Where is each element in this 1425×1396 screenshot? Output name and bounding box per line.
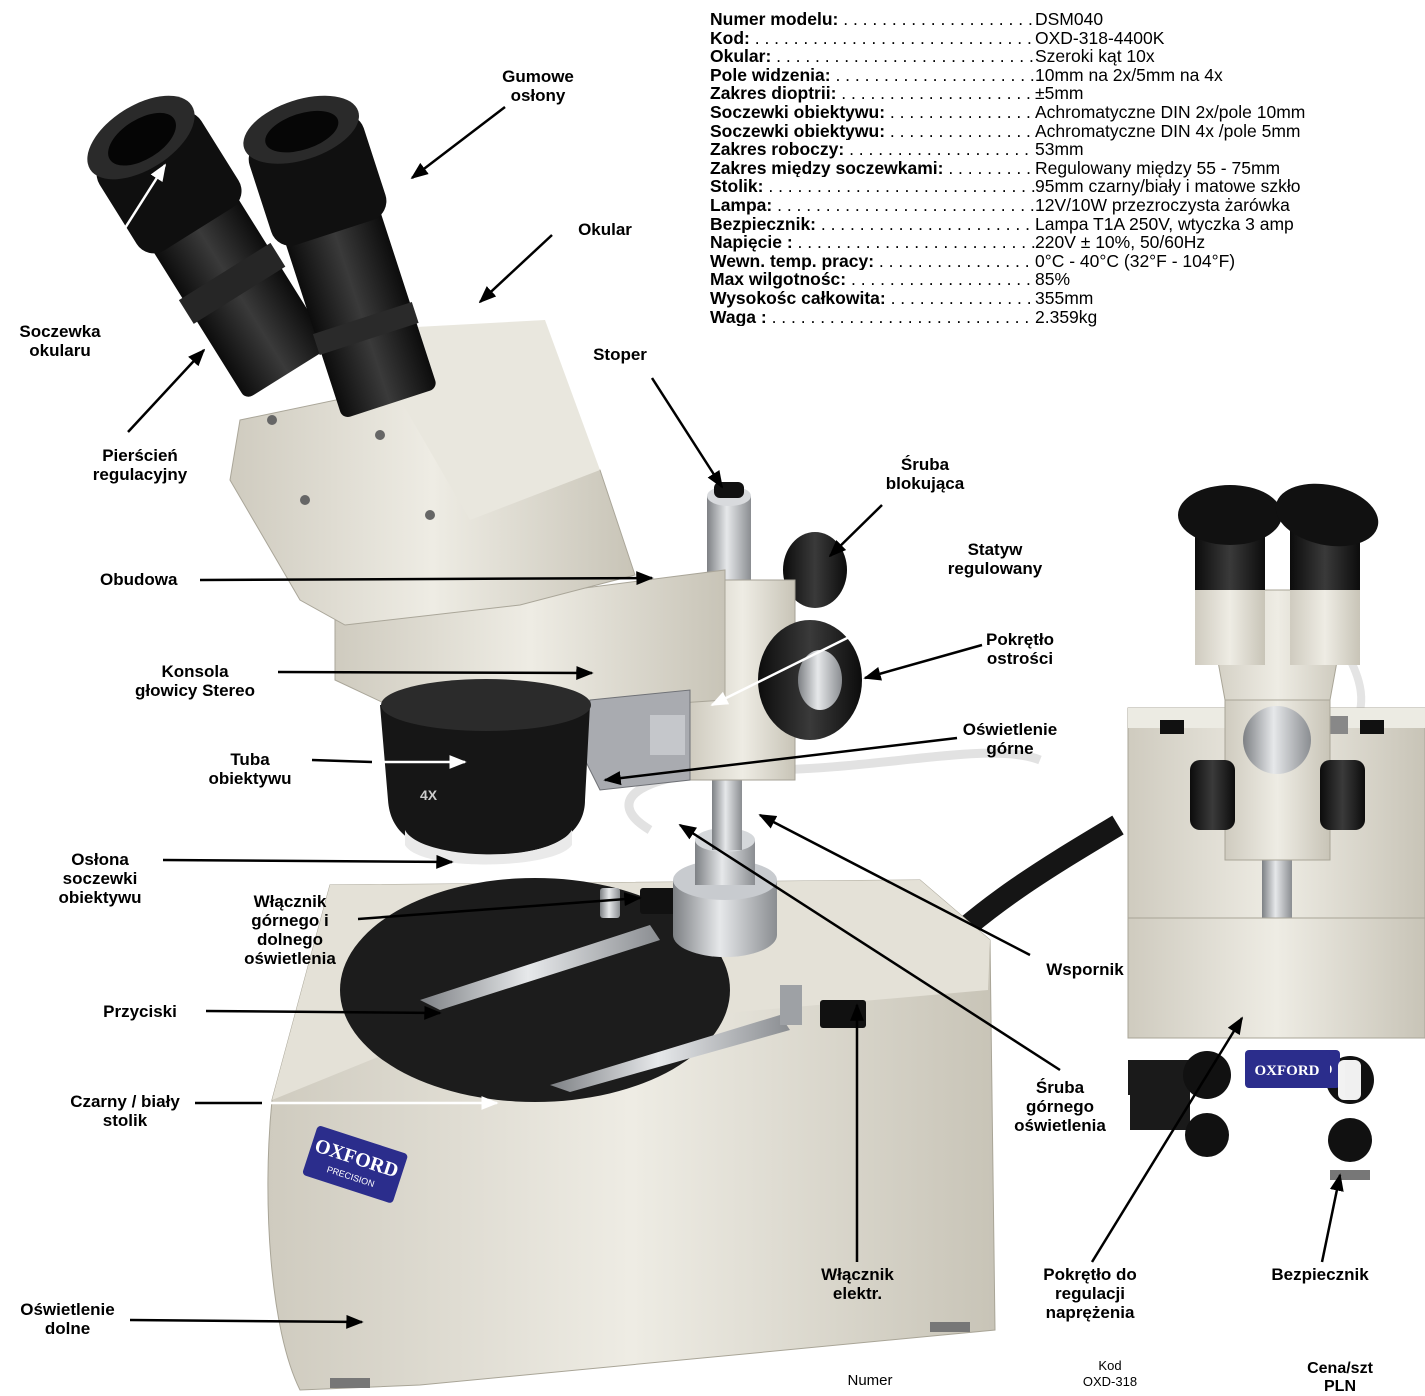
spec-row: Soczewki obiektywu:Achromatyczne DIN 4x … xyxy=(710,122,1305,141)
spec-row: Kod:OXD-318-4400K xyxy=(710,29,1305,48)
spec-value: DSM040 xyxy=(1035,10,1305,29)
spec-key: Wysokośc całkowita: xyxy=(710,289,1035,308)
spec-row: Soczewki obiektywu:Achromatyczne DIN 2x/… xyxy=(710,103,1305,122)
spec-value: Regulowany między 55 - 75mm xyxy=(1035,159,1305,178)
front-view-microscope: OXFORD xyxy=(1128,475,1425,1138)
spec-key: Soczewki obiektywu: xyxy=(710,103,1035,122)
spec-row: Max wilgotnośc:85% xyxy=(710,270,1305,289)
label-lock-screw: Śruba blokująca xyxy=(860,455,990,493)
spec-value: 85% xyxy=(1035,270,1305,289)
spec-row: Bezpiecznik:Lampa T1A 250V, wtyczka 3 am… xyxy=(710,215,1305,234)
spec-row: Pole widzenia:10mm na 2x/5mm na 4x xyxy=(710,66,1305,85)
label-housing: Obudowa xyxy=(100,570,200,589)
spec-key: Zakres dioptrii: xyxy=(710,84,1035,103)
spec-row: Napięcie :220V ± 10%, 50/60Hz xyxy=(710,233,1305,252)
spec-value: 2.359kg xyxy=(1035,308,1305,327)
spec-value: 10mm na 2x/5mm na 4x xyxy=(1035,66,1305,85)
spec-row: Stolik:95mm czarny/biały i matowe szkło xyxy=(710,177,1305,196)
label-focus-knob: Pokrętło ostrości xyxy=(980,630,1060,668)
spec-value: Achromatyczne DIN 4x /pole 5mm xyxy=(1035,122,1305,141)
spec-key: Kod: xyxy=(710,29,1035,48)
spec-value: 220V ± 10%, 50/60Hz xyxy=(1035,233,1305,252)
spec-row: Zakres między soczewkami:Regulowany międ… xyxy=(710,159,1305,178)
label-light-switch: Włącznik górnego i dolnego oświetlenia xyxy=(225,892,355,968)
spec-key: Lampa: xyxy=(710,196,1035,215)
spec-value: OXD-318-4400K xyxy=(1035,29,1305,48)
spec-row: Waga :2.359kg xyxy=(710,308,1305,327)
label-stereo-console: Konsola głowicy Stereo xyxy=(110,662,280,700)
footer-price: Cena/szt PLN xyxy=(1280,1360,1400,1396)
spec-value: 0°C - 40°C (32°F - 104°F) xyxy=(1035,252,1305,271)
label-adjustment-ring: Pierścień regulacyjny xyxy=(70,446,210,484)
power-switch xyxy=(820,1000,866,1028)
spec-table: Numer modelu:DSM040Kod:OXD-318-4400KOkul… xyxy=(710,10,1305,326)
footer-code: Kod OXD-318 xyxy=(1050,1358,1170,1390)
label-top-light: Oświetlenie górne xyxy=(955,720,1065,758)
spec-key: Stolik: xyxy=(710,177,1035,196)
footer-number: Numer xyxy=(820,1372,920,1389)
spec-value: 95mm czarny/biały i matowe szkło xyxy=(1035,177,1305,196)
spec-key: Okular: xyxy=(710,47,1035,66)
label-adjustable-stand: Statyw regulowany xyxy=(935,540,1055,578)
spec-value: ±5mm xyxy=(1035,84,1305,103)
label-objective-cover: Osłona soczewki obiektywu xyxy=(40,850,160,907)
label-rubber-eyecups: Gumowe osłony xyxy=(488,67,588,105)
clip-post xyxy=(780,985,802,1025)
foot xyxy=(330,1378,370,1388)
spec-key: Pole widzenia: xyxy=(710,66,1035,85)
label-bottom-light: Oświetlenie dolne xyxy=(0,1300,135,1338)
foot xyxy=(930,1322,970,1332)
label-clips: Przyciski xyxy=(75,1002,205,1021)
objective-mark: 4X xyxy=(420,787,438,803)
spec-row: Zakres dioptrii:±5mm xyxy=(710,84,1305,103)
label-fuse: Bezpiecznik xyxy=(1250,1265,1390,1284)
spec-key: Wewn. temp. pracy: xyxy=(710,252,1035,271)
label-eyepiece: Okular xyxy=(570,220,640,239)
label-power-switch: Włącznik elektr. xyxy=(800,1265,915,1303)
spec-value: 53mm xyxy=(1035,140,1305,159)
spec-key: Soczewki obiektywu: xyxy=(710,122,1035,141)
spec-key: Zakres roboczy: xyxy=(710,140,1035,159)
label-eyepiece-lens: Soczewka okularu xyxy=(10,322,110,360)
label-top-light-screw: Śruba górnego oświetlenia xyxy=(1000,1078,1120,1135)
spec-key: Zakres między soczewkami: xyxy=(710,159,1035,178)
switch-post xyxy=(600,888,620,918)
spec-value: 355mm xyxy=(1035,289,1305,308)
spec-row: Numer modelu:DSM040 xyxy=(710,10,1305,29)
spec-value: Lampa T1A 250V, wtyczka 3 amp xyxy=(1035,215,1305,234)
spec-key: Waga : xyxy=(710,308,1035,327)
spec-row: Lampa:12V/10W przezroczysta żarówka xyxy=(710,196,1305,215)
spec-row: Okular:Szeroki kąt 10x xyxy=(710,47,1305,66)
label-support: Wspornik xyxy=(1030,960,1140,979)
spec-value: Szeroki kąt 10x xyxy=(1035,47,1305,66)
spec-value: Achromatyczne DIN 2x/pole 10mm xyxy=(1035,103,1305,122)
spec-key: Bezpiecznik: xyxy=(710,215,1035,234)
label-objective-tube: Tuba obiektywu xyxy=(195,750,305,788)
front-logo-text: OXFORD xyxy=(1255,1063,1320,1079)
spec-key: Napięcie : xyxy=(710,233,1035,252)
spec-row: Wysokośc całkowita:355mm xyxy=(710,289,1305,308)
label-stopper: Stoper xyxy=(585,345,655,364)
label-stage: Czarny / biały stolik xyxy=(50,1092,200,1130)
spec-key: Max wilgotnośc: xyxy=(710,270,1035,289)
spec-value: 12V/10W przezroczysta żarówka xyxy=(1035,196,1305,215)
spec-key: Numer modelu: xyxy=(710,10,1035,29)
spec-row: Wewn. temp. pracy:0°C - 40°C (32°F - 104… xyxy=(710,252,1305,271)
label-tension-knob: Pokrętło do regulacji naprężenia xyxy=(1020,1265,1160,1322)
spec-row: Zakres roboczy:53mm xyxy=(710,140,1305,159)
